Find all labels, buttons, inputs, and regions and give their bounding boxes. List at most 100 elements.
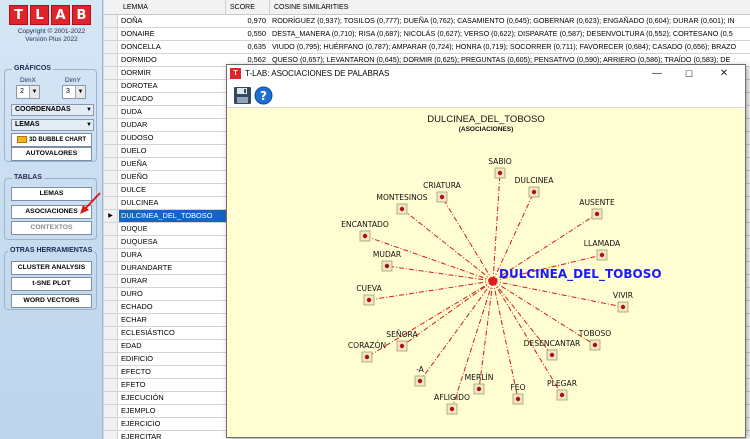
chevron-down-icon: ▼	[86, 107, 92, 113]
row-indicator	[104, 119, 118, 131]
node-dot	[599, 252, 605, 258]
lemas-dropdown-label: LEMAS	[15, 121, 40, 128]
node-dot	[449, 406, 455, 412]
lemma-cell: DUDOSO	[121, 133, 154, 142]
lemas-button[interactable]: LEMAS	[11, 187, 92, 201]
graficos-title: GRÁFICOS	[12, 65, 53, 72]
table-row[interactable]: EJERCITAR	[104, 431, 750, 439]
lemma-cell: DORMIDO	[121, 55, 157, 64]
bubble-chart-label: 3D BUBBLE CHART	[29, 137, 86, 143]
window-titlebar[interactable]: T T-LAB: ASOCIACIONES DE PALABRAS — ☐ ✕	[227, 65, 745, 83]
row-indicator	[104, 405, 118, 417]
tsne-plot-button[interactable]: t-SNE PLOT	[11, 277, 92, 291]
graph-canvas: SABIODULCINEAAUSENTELLAMADAVIVIRTOBOSODE…	[341, 157, 662, 415]
lemma-cell: DUDA	[121, 107, 142, 116]
lemma-cell: DUDAR	[121, 120, 148, 129]
node-label: LLAMADA	[584, 239, 621, 248]
floppy-disk-icon[interactable]	[233, 86, 252, 105]
dimx-select[interactable]: 2 ▼	[16, 85, 40, 99]
coordenadas-label: COORDENADAS	[15, 106, 71, 113]
cosine-cell: VIUDO (0,795); HUÉRFANO (0,787); AMPARAR…	[272, 42, 737, 51]
version-text: Versión Plus 2022	[25, 36, 78, 43]
minimize-button[interactable]: —	[652, 68, 662, 79]
row-indicator	[104, 67, 118, 79]
lemma-cell: DURANDARTE	[121, 263, 173, 272]
column-header-lemma[interactable]: LEMMA	[119, 0, 226, 15]
maximize-button[interactable]: ☐	[684, 69, 694, 79]
node-dot	[559, 392, 565, 398]
chevron-down-icon: ▼	[75, 86, 85, 98]
node-dot	[399, 206, 405, 212]
cluster-analysis-button[interactable]: CLUSTER ANALYSIS	[11, 261, 92, 275]
lemma-cell: DULCINEA_DEL_TOBOSO	[119, 210, 228, 222]
node-label: MUDAR	[373, 250, 402, 259]
autovalores-button[interactable]: AUTOVALORES	[11, 147, 92, 161]
dimy-label: DimY	[65, 77, 81, 84]
lemma-cell: DURO	[121, 289, 143, 298]
lemma-cell: ECHADO	[121, 302, 153, 311]
column-header-cosine[interactable]: COSINE SIMILARITIES	[274, 4, 349, 11]
lemma-cell: DURAR	[121, 276, 148, 285]
word-vectors-button[interactable]: WORD VECTORS	[11, 294, 92, 308]
node-label: DULCINEA	[515, 176, 555, 185]
score-cell: 0,635	[247, 42, 267, 51]
lemma-cell: DUELO	[121, 146, 147, 155]
bubble-chart-icon	[17, 135, 27, 143]
node-dot	[366, 297, 372, 303]
tablas-group	[4, 178, 97, 240]
window-title: T-LAB: ASOCIACIONES DE PALABRAS	[245, 69, 390, 78]
coordenadas-dropdown[interactable]: COORDENADAS ▼	[11, 104, 94, 116]
row-indicator	[104, 392, 118, 404]
lemas-dropdown[interactable]: LEMAS ▼	[11, 119, 94, 131]
lemma-cell: DUQUESA	[121, 237, 158, 246]
row-indicator: ▶	[104, 210, 118, 222]
dimx-label: DimX	[20, 77, 36, 84]
node-dot	[476, 386, 482, 392]
row-indicator	[104, 28, 118, 40]
row-indicator	[104, 93, 118, 105]
row-indicator	[104, 145, 118, 157]
contextos-button[interactable]: CONTEXTOS	[11, 221, 92, 235]
svg-text:?: ?	[260, 89, 267, 103]
graph-edge	[419, 280, 494, 382]
row-indicator	[104, 379, 118, 391]
graph-subtitle: (ASOCIACIONES)	[458, 126, 514, 133]
lemma-cell: EJEMPLO	[121, 406, 156, 415]
graph-edge	[492, 280, 553, 356]
red-arrow-icon	[80, 192, 101, 214]
graph-edge	[492, 213, 598, 282]
close-button[interactable]: ✕	[719, 68, 729, 79]
tlab-app-icon: T	[230, 68, 241, 79]
graph-edge	[492, 280, 519, 400]
lemma-cell: DULCINEA	[121, 198, 159, 207]
dimy-select[interactable]: 3 ▼	[62, 85, 86, 99]
node-dot	[620, 304, 626, 310]
row-indicator	[104, 249, 118, 261]
row-indicator	[104, 288, 118, 300]
node-dot	[549, 352, 555, 358]
lemma-cell: EJERCITAR	[121, 432, 162, 439]
row-indicator	[104, 106, 118, 118]
row-indicator	[104, 171, 118, 183]
row-indicator	[104, 366, 118, 378]
logo-letter: A	[51, 5, 70, 25]
graph-edge	[368, 280, 494, 301]
node-label: DESENCANTAR	[524, 339, 581, 348]
column-header-score[interactable]: SCORE	[226, 0, 270, 15]
help-icon[interactable]: ?	[254, 86, 273, 105]
lemma-cell: DONCELLA	[121, 42, 161, 51]
table-row[interactable]: DONCELLA 0,635 VIUDO (0,795); HUÉRFANO (0,…	[104, 41, 750, 54]
score-cell: 0,562	[247, 55, 267, 64]
node-dot	[592, 342, 598, 348]
copyright-text: Copyright © 2001-2022	[17, 28, 86, 35]
asociaciones-button[interactable]: ASOCIACIONES	[11, 205, 92, 219]
node-label: CRIATURA	[423, 181, 462, 190]
node-dot	[399, 343, 405, 349]
graph-edge	[492, 280, 596, 346]
3d-bubble-chart-button[interactable]: 3D BUBBLE CHART	[11, 133, 92, 147]
chevron-down-icon: ▼	[29, 86, 39, 98]
